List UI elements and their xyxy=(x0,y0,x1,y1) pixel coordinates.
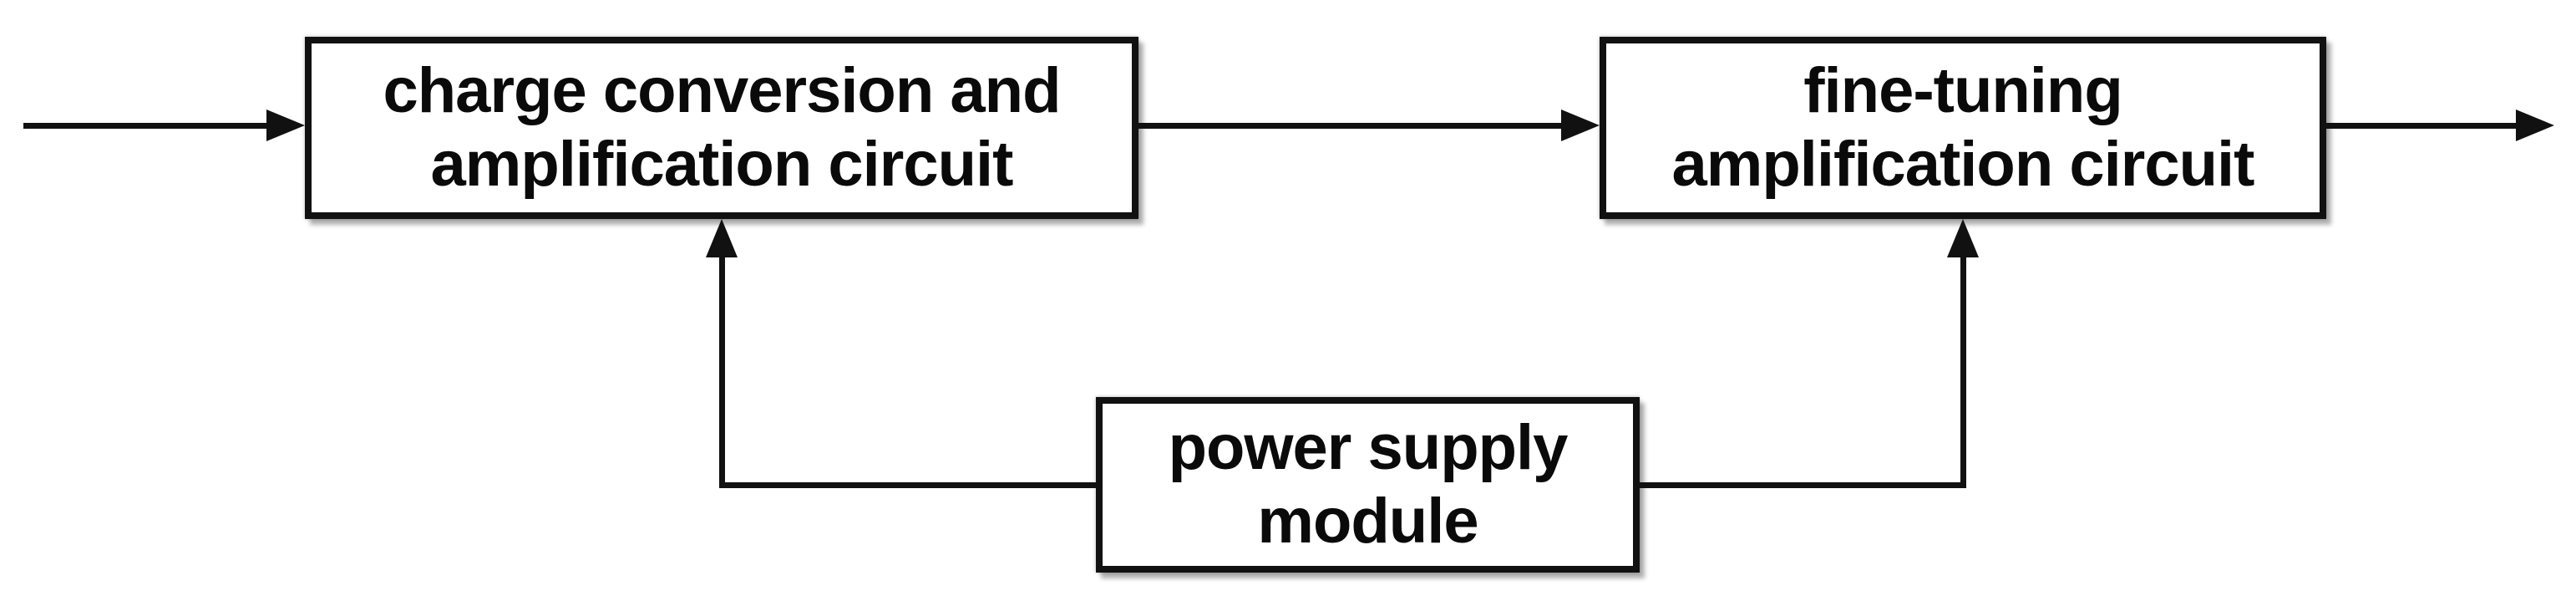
input-arrowhead-icon xyxy=(266,109,305,141)
input-arrow-line xyxy=(23,123,269,129)
power-to-charge-arrow-vline xyxy=(719,251,725,488)
power-to-fine-arrowhead-icon xyxy=(1947,219,1979,257)
block-label-line: fine-tuning xyxy=(1803,54,2123,126)
block-label-line: power supply xyxy=(1168,411,1569,483)
power-to-fine-arrow-vline xyxy=(1960,251,1966,488)
block-charge-conversion-amplification: charge conversion and amplification circ… xyxy=(305,37,1138,219)
power-to-charge-arrowhead-icon xyxy=(706,219,738,257)
block-label-line: amplification circuit xyxy=(1671,129,2255,200)
output-arrowhead-icon xyxy=(2516,109,2554,141)
block-label-line: amplification circuit xyxy=(430,129,1014,200)
block-power-supply: power supply module xyxy=(1096,397,1640,573)
power-to-charge-arrow-hline xyxy=(719,482,1099,488)
power-to-fine-arrow-hline xyxy=(1640,482,1966,488)
charge-to-fine-arrowhead-icon xyxy=(1561,109,1600,141)
charge-to-fine-arrow-line xyxy=(1138,123,1564,129)
block-label-line: module xyxy=(1257,486,1478,557)
block-label-line: charge conversion and xyxy=(383,54,1061,126)
output-arrow-line xyxy=(2326,123,2518,129)
block-fine-tuning-amplification: fine-tuning amplification circuit xyxy=(1600,37,2326,219)
